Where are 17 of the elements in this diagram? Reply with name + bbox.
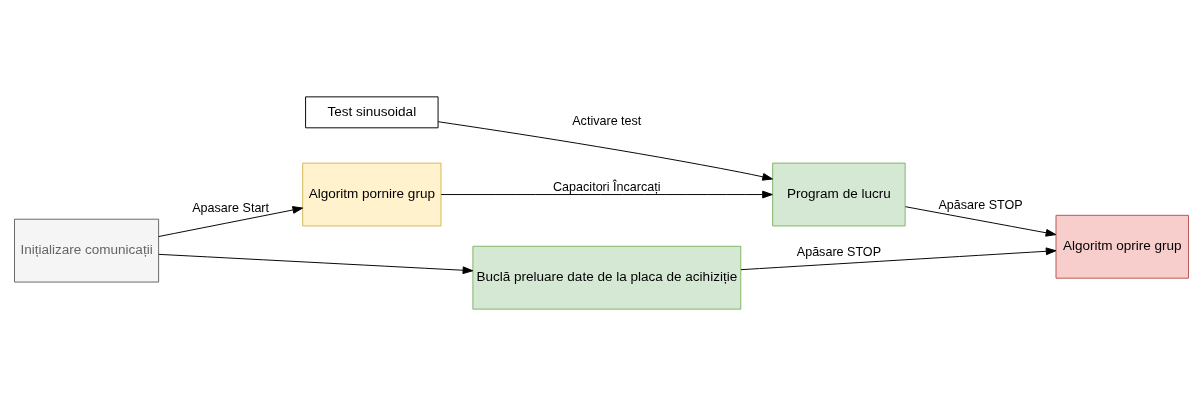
node-box: Inițializare comunicații (14, 218, 160, 283)
edge-label: Apăsare STOP (938, 197, 1023, 212)
node-box: Program de lucru (772, 162, 906, 226)
edge-label: Apasare Start (192, 200, 270, 215)
arrow (437, 120, 773, 181)
node-box: Algoritm oprire grup (1055, 214, 1189, 279)
arrow (740, 246, 1057, 270)
arrow (158, 253, 474, 274)
edge-label: Capacitori Încarcați (553, 179, 661, 194)
node-box: Test sinusoidal (305, 95, 439, 128)
edge-label: Activare test (572, 113, 642, 128)
node-box: Algoritm pornire grup (302, 162, 442, 226)
arrow (905, 205, 1057, 237)
arrow (440, 190, 773, 198)
node-box: Buclă preluare date de la placa de acihiziție (472, 245, 742, 310)
arrow (158, 205, 304, 237)
edge-label: Apăsare STOP (796, 244, 882, 259)
